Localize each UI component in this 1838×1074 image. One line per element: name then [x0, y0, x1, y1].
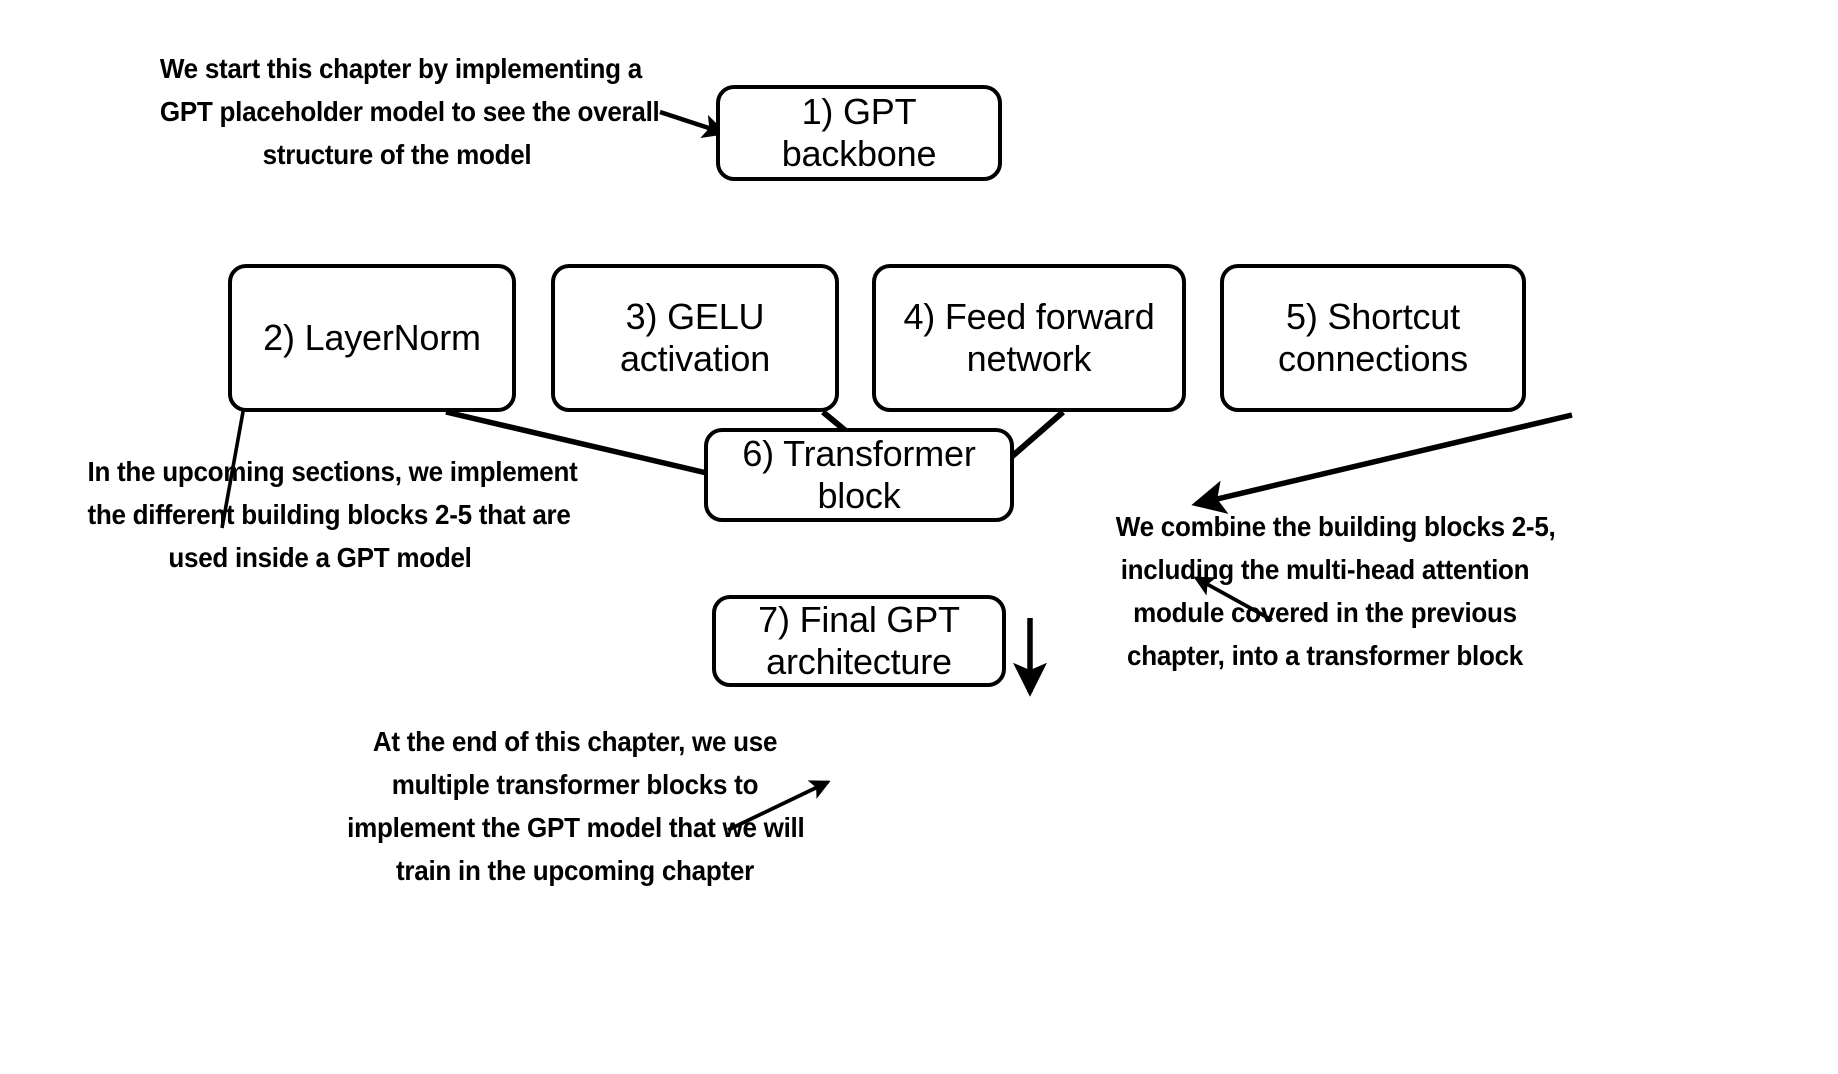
annotation-final-model-line-2: multiple transformer blocks to [391, 769, 759, 800]
node-feed-forward-network[interactable]: 4) Feed forward network [872, 264, 1186, 412]
annotation-building-blocks-line-3: used inside a GPT model [168, 542, 472, 573]
annotation-final-model-line-1: At the end of this chapter, we use [372, 726, 778, 757]
annotation-combine-blocks-line-4: chapter, into a transformer block [1127, 640, 1523, 671]
annotation-intro-line-1: We start this chapter by implementing a [159, 53, 642, 84]
annotation-intro: We start this chapter by implementing a … [159, 47, 660, 176]
node-transformer-block[interactable]: 6) Transformer block [704, 428, 1014, 522]
annotation-final-model: At the end of this chapter, we use multi… [347, 720, 805, 892]
node-layernorm-label: 2) LayerNorm [263, 316, 481, 358]
arrow-shortcut-to-transformer [1191, 412, 1573, 514]
annotation-intro-line-2: GPT placeholder model to see the overall [159, 96, 660, 127]
node-final-gpt-architecture[interactable]: 7) Final GPT architecture [712, 595, 1006, 687]
annotation-combine-blocks-line-1: We combine the building blocks 2-5, [1115, 511, 1556, 542]
annotation-building-blocks-line-2: the different building blocks 2-5 that a… [87, 499, 571, 530]
annotation-combine-blocks-line-2: including the multi-head attention [1120, 554, 1530, 585]
node-shortcut-connections[interactable]: 5) Shortcut connections [1220, 264, 1526, 412]
annotation-final-model-line-3: implement the GPT model that we will [347, 812, 805, 843]
node-gpt-backbone-label: 1) GPT backbone [781, 90, 937, 174]
node-gelu-activation-label: 3) GELU activation [619, 295, 771, 379]
node-transformer-block-label: 6) Transformer block [742, 432, 976, 516]
annotation-final-model-line-4: train in the upcoming chapter [396, 855, 754, 886]
annotation-building-blocks: In the upcoming sections, we implement t… [87, 450, 578, 579]
annotation-combine-blocks: We combine the building blocks 2-5, incl… [1115, 505, 1556, 677]
node-shortcut-connections-label: 5) Shortcut connections [1278, 295, 1468, 379]
annotation-intro-line-3: structure of the model [262, 139, 532, 170]
node-gelu-activation[interactable]: 3) GELU activation [551, 264, 839, 412]
annotation-combine-blocks-line-3: module covered in the previous [1133, 597, 1517, 628]
node-gpt-backbone[interactable]: 1) GPT backbone [716, 85, 1002, 181]
node-layernorm[interactable]: 2) LayerNorm [228, 264, 516, 412]
node-final-gpt-architecture-label: 7) Final GPT architecture [758, 598, 960, 682]
arrow-intro-to-gpt-backbone [659, 109, 728, 139]
annotation-building-blocks-line-1: In the upcoming sections, we implement [87, 456, 578, 487]
node-feed-forward-network-label: 4) Feed forward network [903, 295, 1155, 379]
